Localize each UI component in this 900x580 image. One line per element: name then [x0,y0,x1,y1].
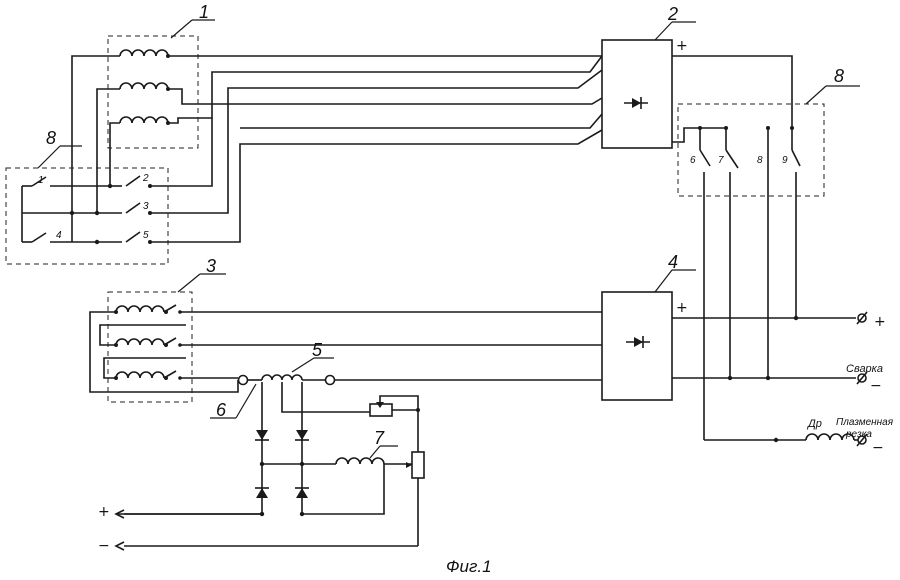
label-node-6: 6 [216,400,227,420]
block3-wiring [89,311,602,393]
output-plus-sign: + [874,314,886,330]
transformer-block-1: 1 [107,2,215,149]
switch-5-number: 5 [143,230,149,241]
switch-2-number: 2 [142,173,149,184]
label-block-3: 3 [206,256,216,276]
rectifier2-output-wiring [672,55,794,143]
diode-symbol-4 [626,336,650,348]
switch-8-number: 8 [757,155,763,166]
switch-4-number: 4 [56,230,62,241]
plasma-label-2: резка [845,429,872,440]
block1-wiring [71,55,603,243]
label-coil-7: 7 [374,428,385,448]
diode-symbol-2 [624,97,648,109]
terminal-plasma [856,433,868,447]
choke-label: Др [806,418,822,430]
label-block-4: 4 [668,252,678,272]
block-4-plus: + [676,300,688,316]
transformer-block-3: 3 [107,256,226,403]
control-plus-sign: + [98,504,110,520]
control-circuit: 5 6 7 [98,340,425,554]
switch-3-number: 3 [143,201,149,212]
block-2-plus: + [676,38,688,54]
welding-label: Сварка [846,363,883,375]
figure-caption: Фиг.1 [446,557,492,576]
plasma-minus-sign: − [872,440,884,456]
terminal-plus [856,311,868,325]
switch-group-8-right: 8 6 7 8 9 [677,66,860,440]
label-block-1: 1 [199,2,209,22]
terminal-welding [856,371,868,385]
output-terminals: + Сварка − Др Плазменная резка − [672,311,894,456]
switch-group-8-left: 8 1 2 3 4 5 [5,128,169,265]
switch-7-number: 7 [718,155,724,166]
rectifier-block-4: 4 + [601,252,696,401]
label-choke-5: 5 [312,340,323,360]
label-block-2: 2 [667,4,678,24]
control-minus-sign: − [98,538,110,554]
rectifier-block-2: 2 + [601,4,696,149]
label-switch-group-right: 8 [834,66,844,86]
plasma-label-1: Плазменная [836,417,894,428]
switch-9-number: 9 [782,155,788,166]
label-switch-group-left: 8 [46,128,56,148]
switch-6-number: 6 [690,155,696,166]
switch-1-number: 1 [38,175,44,186]
welding-minus-sign: − [870,378,882,394]
